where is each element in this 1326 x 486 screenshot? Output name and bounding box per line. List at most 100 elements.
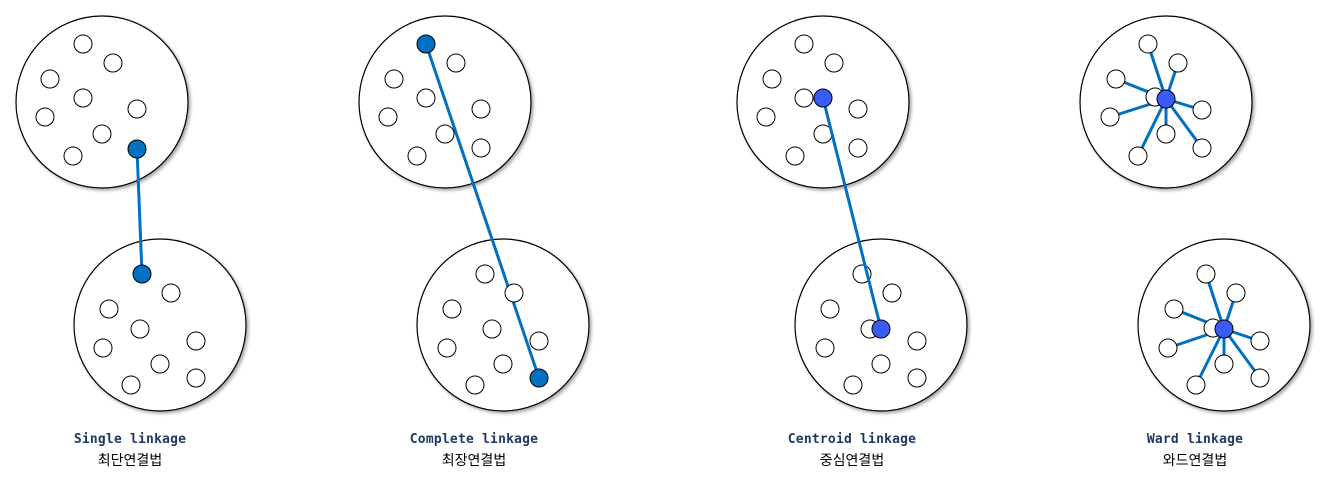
point <box>794 34 814 54</box>
bottom-points <box>1158 264 1270 395</box>
centroid-bottom <box>871 319 891 339</box>
point <box>1158 338 1178 358</box>
point <box>1156 124 1176 144</box>
caption-single: Single linkage 최단연결법 <box>10 432 250 470</box>
point <box>186 331 206 351</box>
point <box>504 283 524 303</box>
top-points <box>756 34 868 166</box>
point <box>843 375 863 395</box>
point <box>378 107 398 127</box>
point <box>824 53 844 73</box>
bottom-points <box>815 264 927 395</box>
centroid-top <box>813 88 833 108</box>
point <box>416 88 436 108</box>
point <box>93 338 113 358</box>
point <box>756 107 776 127</box>
caption-centroid: Centroid linkage 중심연결법 <box>732 432 972 470</box>
ward-center-top <box>1156 89 1176 109</box>
bottom-points <box>437 264 549 395</box>
caption-subtitle: 중심연결법 <box>819 453 885 469</box>
point <box>40 69 60 89</box>
caption-title: Complete linkage <box>409 432 539 447</box>
point <box>73 34 93 54</box>
caption-complete: Complete linkage 최장연결법 <box>354 432 594 470</box>
caption-ward: Ward linkage 와드연결법 <box>1075 432 1315 470</box>
point <box>407 146 427 166</box>
point <box>35 107 55 127</box>
point <box>73 88 93 108</box>
point <box>1192 138 1212 158</box>
point <box>493 354 513 374</box>
point <box>446 53 466 73</box>
point <box>482 319 502 339</box>
point <box>150 354 170 374</box>
spoke <box>1164 98 1204 149</box>
spoke <box>1136 98 1168 157</box>
point <box>820 299 840 319</box>
point <box>1250 368 1270 388</box>
spoke <box>1222 328 1262 379</box>
point <box>103 53 123 73</box>
point <box>1128 146 1148 166</box>
point <box>127 99 147 119</box>
caption-title: Ward linkage <box>1146 432 1244 447</box>
cluster-bottom <box>416 238 590 412</box>
point <box>471 99 491 119</box>
panel-single-linkage <box>15 15 247 412</box>
caption-subtitle: 최장연결법 <box>441 453 507 469</box>
spoke <box>1194 328 1226 386</box>
point <box>1226 283 1246 303</box>
point <box>882 283 902 303</box>
point <box>465 375 485 395</box>
point <box>1138 34 1158 54</box>
point <box>92 124 112 144</box>
cluster-bottom <box>73 238 247 412</box>
point <box>442 299 462 319</box>
nearest-point-bottom <box>132 264 152 284</box>
point <box>437 338 457 358</box>
point <box>815 338 835 358</box>
point <box>529 331 549 351</box>
point <box>871 354 891 374</box>
farthest-point-bottom <box>529 368 549 388</box>
point <box>1168 53 1188 73</box>
nearest-point-top <box>127 139 147 159</box>
caption-title: Centroid linkage <box>787 432 917 447</box>
point <box>848 99 868 119</box>
point <box>63 146 83 166</box>
caption-title: Single linkage <box>73 432 187 447</box>
point <box>475 264 495 284</box>
panel-centroid-linkage <box>736 15 968 412</box>
point <box>907 331 927 351</box>
top-points <box>35 34 147 166</box>
point <box>794 88 814 108</box>
point <box>1164 299 1184 319</box>
point <box>1186 375 1206 395</box>
point <box>471 138 491 158</box>
farthest-point-top <box>416 34 436 54</box>
caption-subtitle: 최단연결법 <box>97 453 163 469</box>
complete-link-line <box>424 43 541 379</box>
point <box>1214 354 1234 374</box>
point <box>384 69 404 89</box>
point <box>848 138 868 158</box>
point <box>99 299 119 319</box>
single-link-line <box>135 148 144 275</box>
cluster-top <box>15 15 189 189</box>
spoke <box>1204 273 1226 330</box>
point <box>1100 107 1120 127</box>
point <box>1106 69 1126 89</box>
ward-center-bottom <box>1214 319 1234 339</box>
point <box>907 368 927 388</box>
point <box>161 283 181 303</box>
caption-subtitle: 와드연결법 <box>1162 453 1228 469</box>
point <box>1250 331 1270 351</box>
point <box>186 368 206 388</box>
centroid-link-line <box>821 97 883 330</box>
point <box>435 124 455 144</box>
point <box>785 146 805 166</box>
panel-complete-linkage <box>358 15 590 412</box>
panel-ward-linkage <box>1079 15 1311 412</box>
point <box>1196 264 1216 284</box>
